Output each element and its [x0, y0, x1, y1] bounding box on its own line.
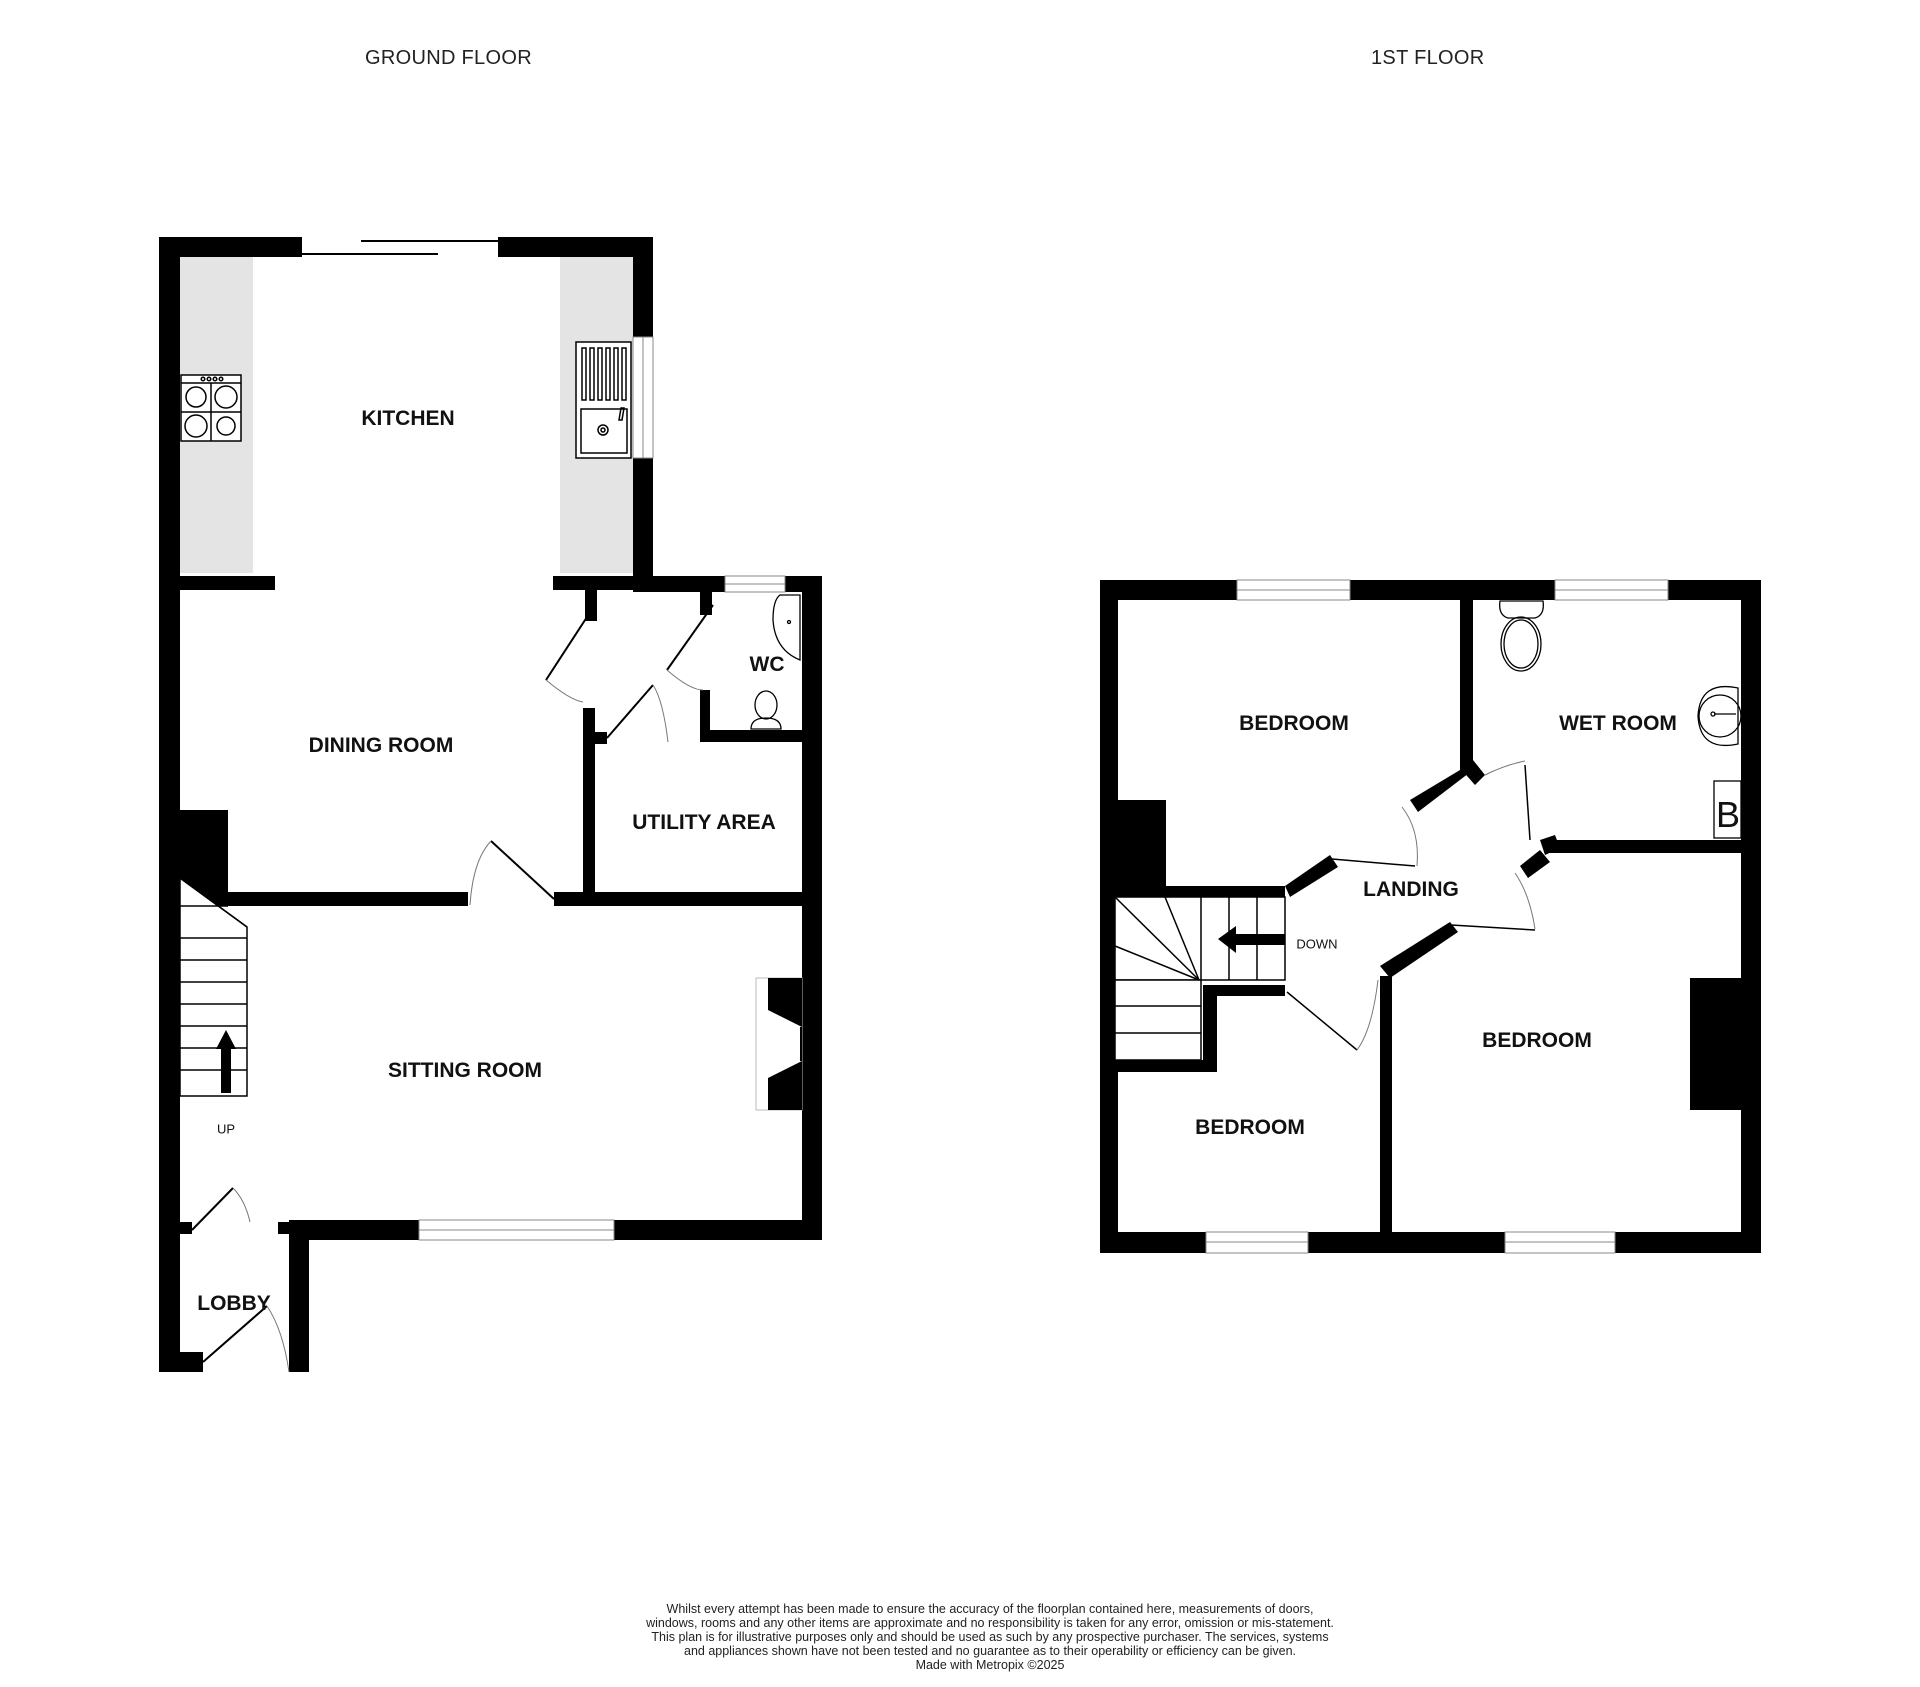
room-label-dining-room: DINING ROOM	[308, 734, 454, 757]
ground-walls	[159, 237, 822, 1372]
room-label-wc: WC	[749, 653, 785, 676]
wet-room-toilet-icon	[1499, 600, 1544, 672]
boiler-label: B	[1715, 794, 1741, 835]
stairs-up-arrow-icon	[216, 1030, 236, 1093]
disclaimer-text: Whilst every attempt has been made to en…	[646, 1602, 1334, 1658]
disclaimer: Whilst every attempt has been made to en…	[640, 1602, 1340, 1672]
room-label-bedroom-small: BEDROOM	[1195, 1116, 1305, 1139]
kitchen-sink-icon	[575, 341, 632, 459]
credit-text: Made with Metropix ©2025	[915, 1658, 1065, 1672]
stairs-down-icon	[1114, 896, 1286, 1061]
first-doors	[1286, 760, 1536, 1051]
fireplace-icon	[755, 977, 803, 1111]
ground-floor-title: GROUND FLOOR	[365, 47, 532, 69]
hob-icon	[180, 374, 242, 442]
wc-basin-icon	[772, 594, 801, 661]
first-floor-title: 1ST FLOOR	[1371, 47, 1485, 69]
ground-doors	[191, 604, 714, 1373]
stairs-up-label: UP	[216, 1121, 236, 1137]
boiler-icon	[1713, 780, 1742, 839]
room-label-kitchen: KITCHEN	[361, 407, 455, 430]
room-label-wet-room: WET ROOM	[1559, 712, 1677, 735]
ground-floor-plan	[159, 237, 822, 1373]
room-label-utility-area: UTILITY AREA	[632, 811, 776, 834]
room-label-sitting-room: SITTING ROOM	[388, 1059, 542, 1082]
stairs-up-icon	[179, 876, 248, 1097]
ground-windows	[418, 336, 786, 1241]
first-floor-plan	[1100, 579, 1761, 1254]
room-label-lobby: LOBBY	[197, 1292, 271, 1315]
room-label-bedroom-large: BEDROOM	[1482, 1029, 1592, 1052]
wc-toilet-icon	[750, 690, 782, 730]
wet-room-basin-icon	[1697, 685, 1742, 747]
first-walls	[1100, 580, 1761, 1253]
room-label-bedroom-front: BEDROOM	[1239, 712, 1349, 735]
room-label-landing: LANDING	[1363, 878, 1459, 901]
stairs-down-label: DOWN	[1296, 936, 1338, 952]
first-windows	[1205, 579, 1669, 1254]
stairs-down-arrow-icon	[1218, 926, 1285, 953]
